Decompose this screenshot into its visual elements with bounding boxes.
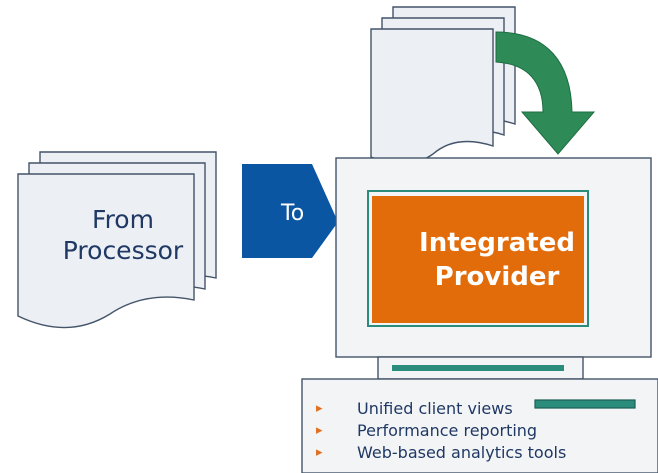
document-sheet: [17, 173, 195, 329]
processor-document-stack: [17, 151, 217, 329]
feature-item: ▸ Performance reporting: [316, 420, 566, 442]
green-curved-arrow: [495, 31, 596, 155]
feature-item: ▸ Web-based analytics tools: [316, 442, 566, 464]
provider-document-stack: [370, 6, 516, 165]
source-label-line2: Processor: [62, 236, 184, 265]
computer-monitor: [301, 157, 658, 473]
source-label-line1: From: [92, 205, 154, 234]
feature-item: ▸ Unified client views: [316, 398, 566, 420]
monitor-neck-slot: [392, 365, 564, 371]
arrow-label: To: [281, 201, 305, 226]
feature-label: Performance reporting: [357, 421, 538, 440]
monitor-screen: [372, 196, 584, 323]
drive-slot: [534, 399, 636, 409]
bullet-arrow-icon: ▸: [316, 445, 323, 460]
provider-label: Integrated Provider: [372, 226, 622, 294]
provider-label-line2: Provider: [434, 262, 560, 292]
monitor-bezel-line: [367, 190, 589, 327]
blue-chevron-arrow: [242, 164, 338, 258]
feature-list: ▸ Unified client views ▸ Performance rep…: [316, 398, 566, 464]
bullet-arrow-icon: ▸: [316, 401, 323, 416]
source-label: From Processor: [48, 204, 198, 266]
computer-base: [301, 378, 658, 473]
provider-label-line1: Integrated: [419, 228, 575, 258]
feature-label: Web-based analytics tools: [357, 443, 567, 462]
feature-label: Unified client views: [357, 399, 513, 418]
document-sheet: [370, 28, 494, 165]
bullet-arrow-icon: ▸: [316, 423, 323, 438]
